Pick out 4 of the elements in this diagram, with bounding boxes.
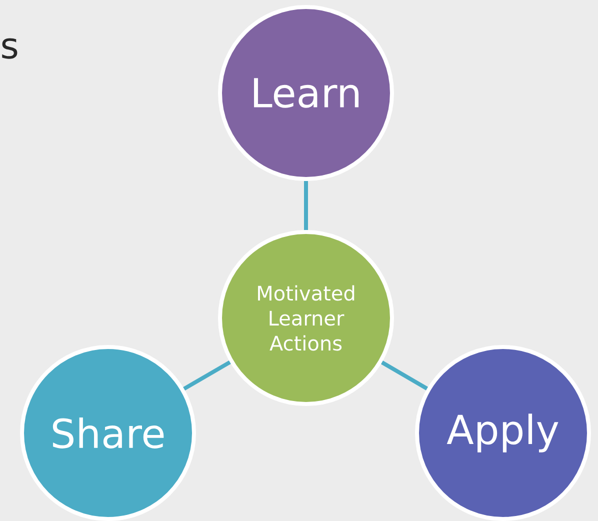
text-fragment: s	[2, 38, 18, 59]
connector-line	[183, 360, 231, 391]
connector-line	[380, 360, 428, 390]
connector-line	[304, 181, 308, 230]
